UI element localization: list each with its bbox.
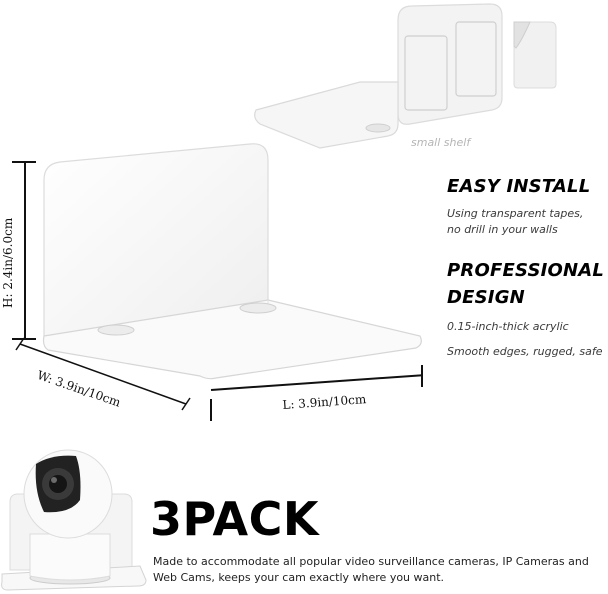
height-dimension-line (24, 161, 26, 339)
length-dimension-cap-right (421, 365, 423, 387)
height-dimension-cap-top (12, 161, 36, 163)
easy-install-line-1: Using transparent tapes, (447, 207, 584, 220)
professional-design-heading-2: DESIGN (447, 287, 525, 308)
shelf-caption: small shelf (411, 136, 471, 149)
design-line-2: Smooth edges, rugged, safe (447, 345, 603, 358)
pack-description: Made to accommodate all popular video su… (153, 555, 589, 584)
width-dimension-line (15, 337, 191, 411)
easy-install-heading: EASY INSTALL (447, 176, 591, 197)
camera-on-shelf-image (1, 449, 147, 591)
design-line-1: 0.15-inch-thick acrylic (447, 320, 569, 333)
easy-install-line-2: no drill in your walls (447, 223, 558, 236)
professional-design-heading-1: PROFESSIONAL (447, 260, 605, 281)
small-shelf-image (254, 3, 557, 149)
main-shelf-image (42, 143, 422, 380)
length-label: L: 3.9in/10cm (282, 392, 367, 412)
length-dimension-cap-left (210, 399, 212, 421)
height-label: H: 2.4in/6.0cm (1, 217, 15, 308)
pack-title: 3PACK (150, 492, 320, 546)
